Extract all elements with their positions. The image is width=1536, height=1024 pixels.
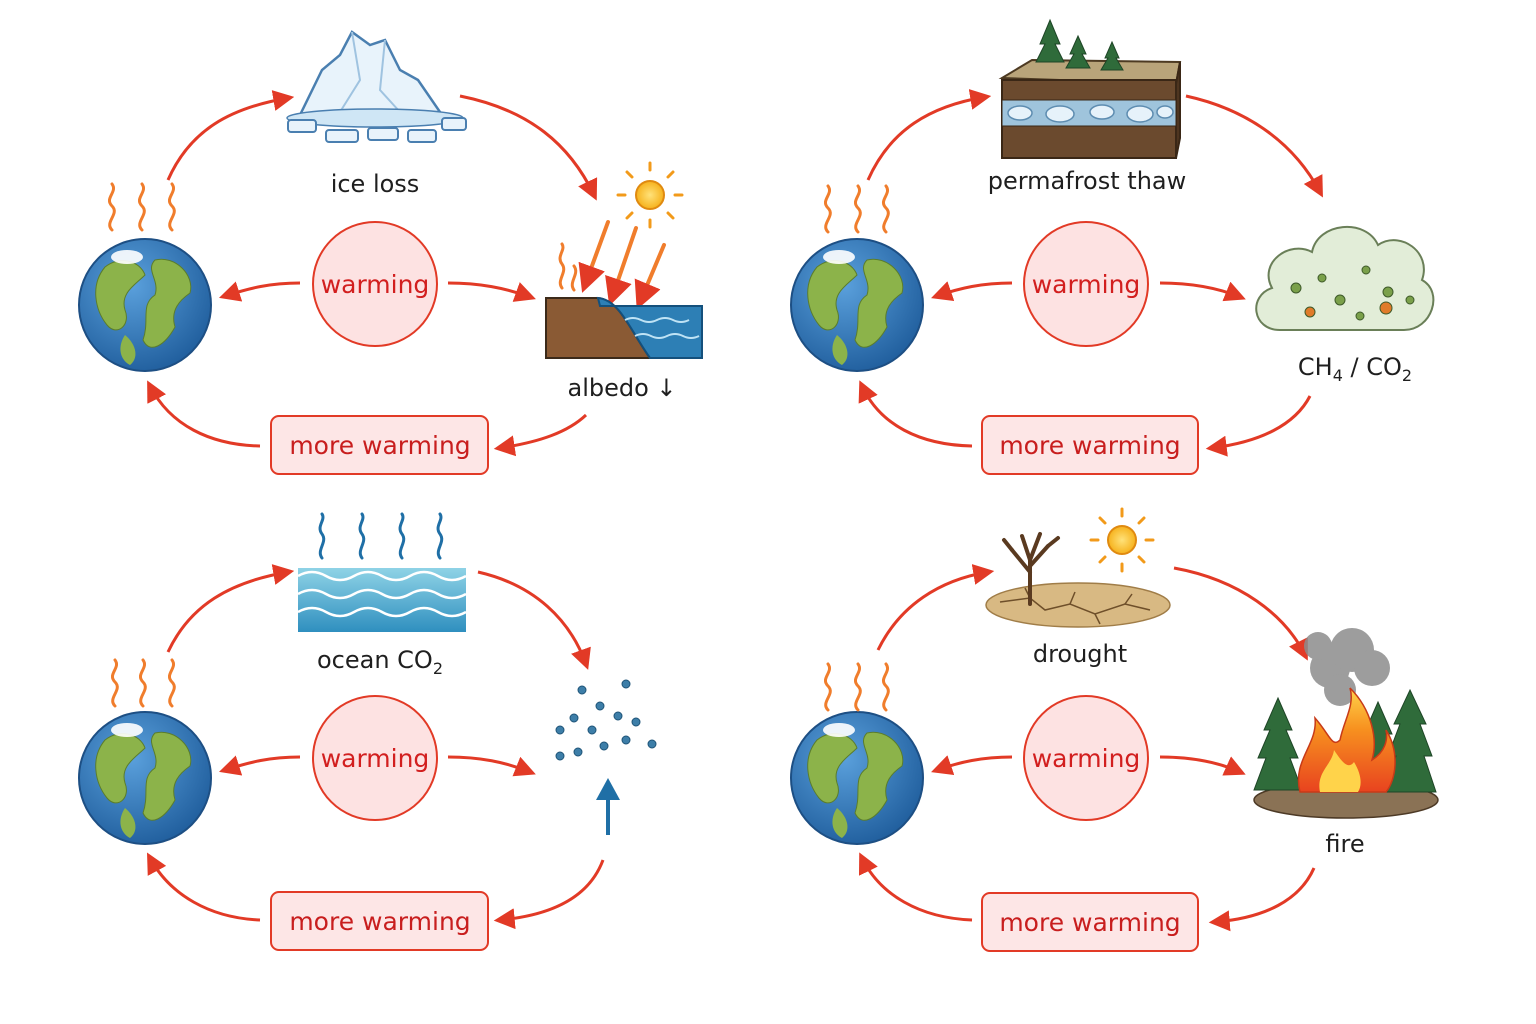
warming-label: warming <box>1032 270 1141 299</box>
more-warming-box <box>981 415 1199 475</box>
more-warming-box <box>981 892 1199 952</box>
arrow-warming-to-earth <box>931 281 1013 302</box>
heat-waves-icon <box>107 182 176 232</box>
iceberg-icon <box>286 30 467 143</box>
arrow-warming-to-earth <box>218 755 301 776</box>
co2-bubbles-rising-icon <box>555 679 657 835</box>
arrow-earth-to-drought <box>876 564 995 651</box>
arrow-drought-to-fire <box>1173 566 1308 661</box>
side-label: CH4 / CO2 <box>1298 353 1412 385</box>
loop-ice-albedo: ice loss <box>78 30 703 475</box>
arrow-ice-to-albedo <box>459 94 598 201</box>
arrow-earth-to-ice <box>166 90 295 181</box>
earth-icon <box>78 711 212 845</box>
more-warming-box <box>270 891 489 951</box>
heat-waves-icon <box>110 658 176 708</box>
more-warming-label: more warming <box>999 908 1180 937</box>
top-label: permafrost thaw <box>988 167 1187 195</box>
arrow-warming-to-earth <box>218 281 301 302</box>
arrow-earth-to-permafrost <box>866 89 992 181</box>
more-warming-box <box>270 415 489 475</box>
warming-circle <box>312 221 438 347</box>
warm-ocean-icon <box>297 512 467 632</box>
sun-icon <box>616 161 684 229</box>
pine-trees-icon <box>1035 18 1124 71</box>
earth-icon <box>790 238 924 372</box>
arrow-earth-to-ocean <box>166 564 295 653</box>
arrow-gas-to-more <box>1205 395 1312 457</box>
top-label: ocean CO2 <box>317 646 443 678</box>
loop-ocean: ocean CO2 warming more warming <box>78 512 657 951</box>
arrow-warming-to-bubbles <box>447 755 536 777</box>
loop-permafrost: permafrost thaw CH4 / CO2 warming more w… <box>790 18 1435 475</box>
top-label: ice loss <box>331 170 420 198</box>
sun-icon <box>1089 507 1155 573</box>
forest-fire-icon <box>1253 628 1439 819</box>
arrow-more-to-earth <box>147 852 261 922</box>
more-warming-label: more warming <box>289 431 470 460</box>
arrow-more-to-earth <box>858 380 973 448</box>
arrow-bubbles-to-more <box>493 859 605 930</box>
warming-label: warming <box>1032 744 1141 773</box>
dark-land-sea-sunlight-icon <box>545 161 703 359</box>
dead-tree-cracked-soil-icon <box>985 507 1171 628</box>
arrow-warming-to-earth <box>931 755 1013 776</box>
warming-circle <box>312 695 438 821</box>
more-warming-label: more warming <box>289 907 470 936</box>
warming-label: warming <box>321 270 430 299</box>
arrow-more-to-earth <box>147 380 261 448</box>
arrow-ocean-to-bubbles <box>477 570 591 670</box>
top-label: drought <box>1033 640 1127 668</box>
gas-cloud-icon <box>1255 225 1435 331</box>
arrow-warming-to-fire <box>1159 755 1246 776</box>
arrow-warming-to-albedo <box>447 281 536 302</box>
arrow-warming-to-gas <box>1159 281 1246 302</box>
earth-icon <box>78 238 212 372</box>
arrow-albedo-to-more <box>493 413 588 457</box>
side-label: fire <box>1325 830 1364 858</box>
earth-icon <box>790 711 924 845</box>
loop-drought-fire: drought fire warming more warming <box>790 507 1439 952</box>
side-label: albedo ↓ <box>567 374 676 402</box>
more-warming-label: more warming <box>999 431 1180 460</box>
warming-circle <box>1023 221 1149 347</box>
warming-circle <box>1023 695 1149 821</box>
permafrost-soil-block-icon <box>998 18 1182 159</box>
warming-label: warming <box>321 744 430 773</box>
heat-waves-icon <box>823 184 890 234</box>
arrow-more-to-earth <box>858 852 973 922</box>
arrow-permafrost-to-gas <box>1185 94 1323 198</box>
smoke-icon <box>1304 628 1390 706</box>
arrow-fire-to-more <box>1208 867 1316 932</box>
heat-waves-icon <box>823 662 890 712</box>
